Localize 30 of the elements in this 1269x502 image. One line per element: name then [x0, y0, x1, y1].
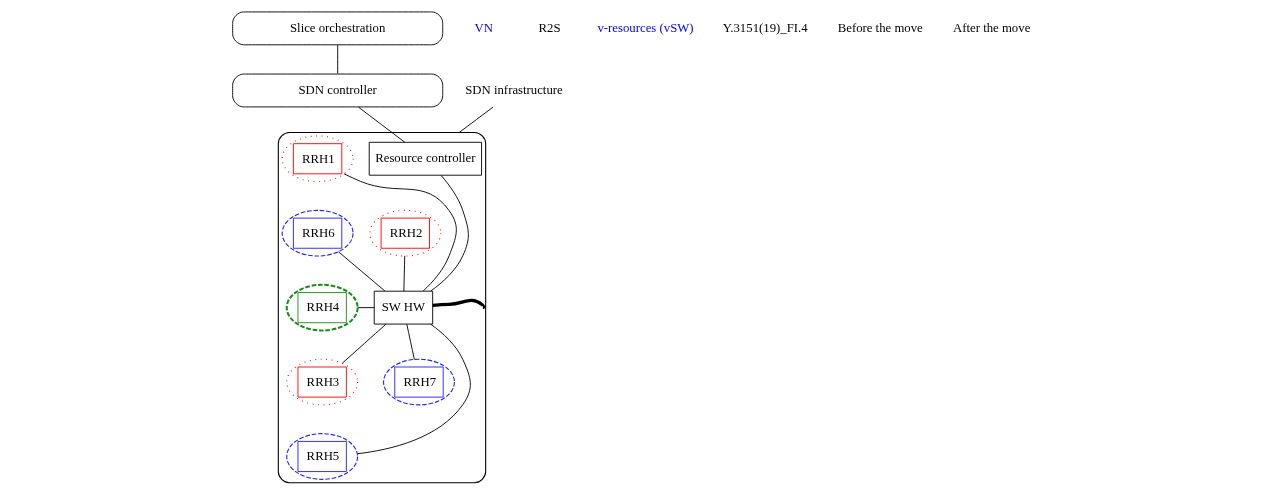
- connector: [337, 251, 385, 292]
- node-ellipse: RRH3: [285, 358, 358, 406]
- label: R2S: [538, 20, 561, 35]
- connector: [402, 255, 405, 292]
- connector: [341, 323, 386, 364]
- connector: [458, 106, 493, 133]
- connector: [405, 323, 415, 361]
- node-text: SDN infrastructure: [464, 82, 563, 97]
- connector: [356, 307, 375, 309]
- node-ellipse: RRH6: [281, 209, 354, 257]
- node-ellipse: RRH2: [368, 209, 441, 257]
- label: VN: [474, 20, 493, 35]
- connector: [357, 106, 405, 143]
- legend-label: Before the move: [837, 20, 923, 35]
- node-ellipse: RRH7: [382, 358, 455, 406]
- connector: [432, 298, 484, 308]
- node-ellipse: RRH5: [285, 433, 358, 480]
- connector: [429, 175, 469, 292]
- node-ellipse: RRH4: [285, 283, 359, 332]
- legend-label: After the move: [952, 20, 1030, 35]
- connector: [343, 173, 457, 292]
- node-box: SW HW: [373, 290, 433, 325]
- label: Y.3151(19)_FI.4: [722, 20, 808, 35]
- node-box: Resource controller: [368, 141, 482, 176]
- node-ellipse: RRH1: [281, 135, 354, 183]
- connector: [336, 44, 338, 75]
- node-box: SDN controller: [231, 73, 443, 108]
- connector: [356, 323, 471, 455]
- label: v-resources (vSW): [596, 20, 694, 35]
- node-box: Slice orchestration: [231, 11, 443, 46]
